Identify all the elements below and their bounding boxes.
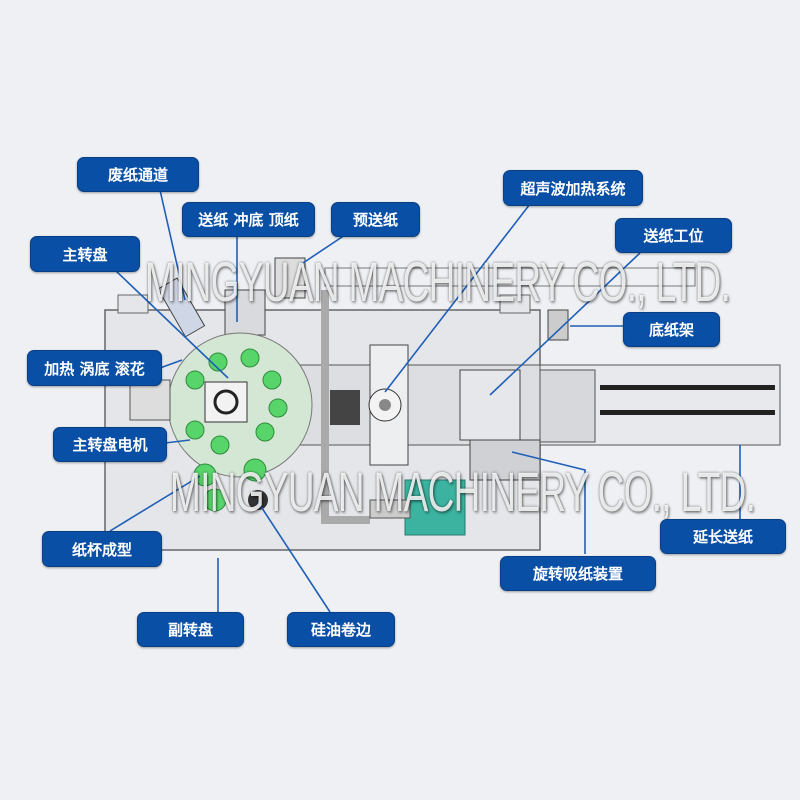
label-secondary-turntable: 副转盘 [137,612,244,647]
label-rotary-suction-device: 旋转吸纸装置 [500,556,656,591]
label-pre-feed: 预送纸 [331,202,420,237]
main-turntable-drawing [167,332,313,478]
label-extended-feed: 延长送纸 [660,519,786,554]
label-ultrasonic-heating: 超声波加热系统 [503,170,643,206]
label-cup-forming: 纸杯成型 [42,531,162,567]
label-silicone-curling: 硅油卷边 [287,612,395,647]
watermark: MINGYUAN MACHINERY CO., LTD. [145,250,731,313]
label-paper-feed-station: 送纸工位 [615,218,732,253]
label-heat-vortex-knurl: 加热 涡底 滚花 [27,350,162,386]
watermark: MINGYUAN MACHINERY CO., LTD. [170,460,756,523]
leader-lines [109,189,741,613]
label-main-turntable-motor: 主转盘电机 [53,427,167,462]
label-waste-paper-channel: 废纸通道 [77,157,199,192]
extended-feed-conveyor [529,364,781,446]
label-feed-punch-push: 送纸 冲底 顶纸 [182,202,315,237]
label-bottom-paper-rack: 底纸架 [623,312,720,347]
label-main-turntable: 主转盘 [30,236,140,272]
